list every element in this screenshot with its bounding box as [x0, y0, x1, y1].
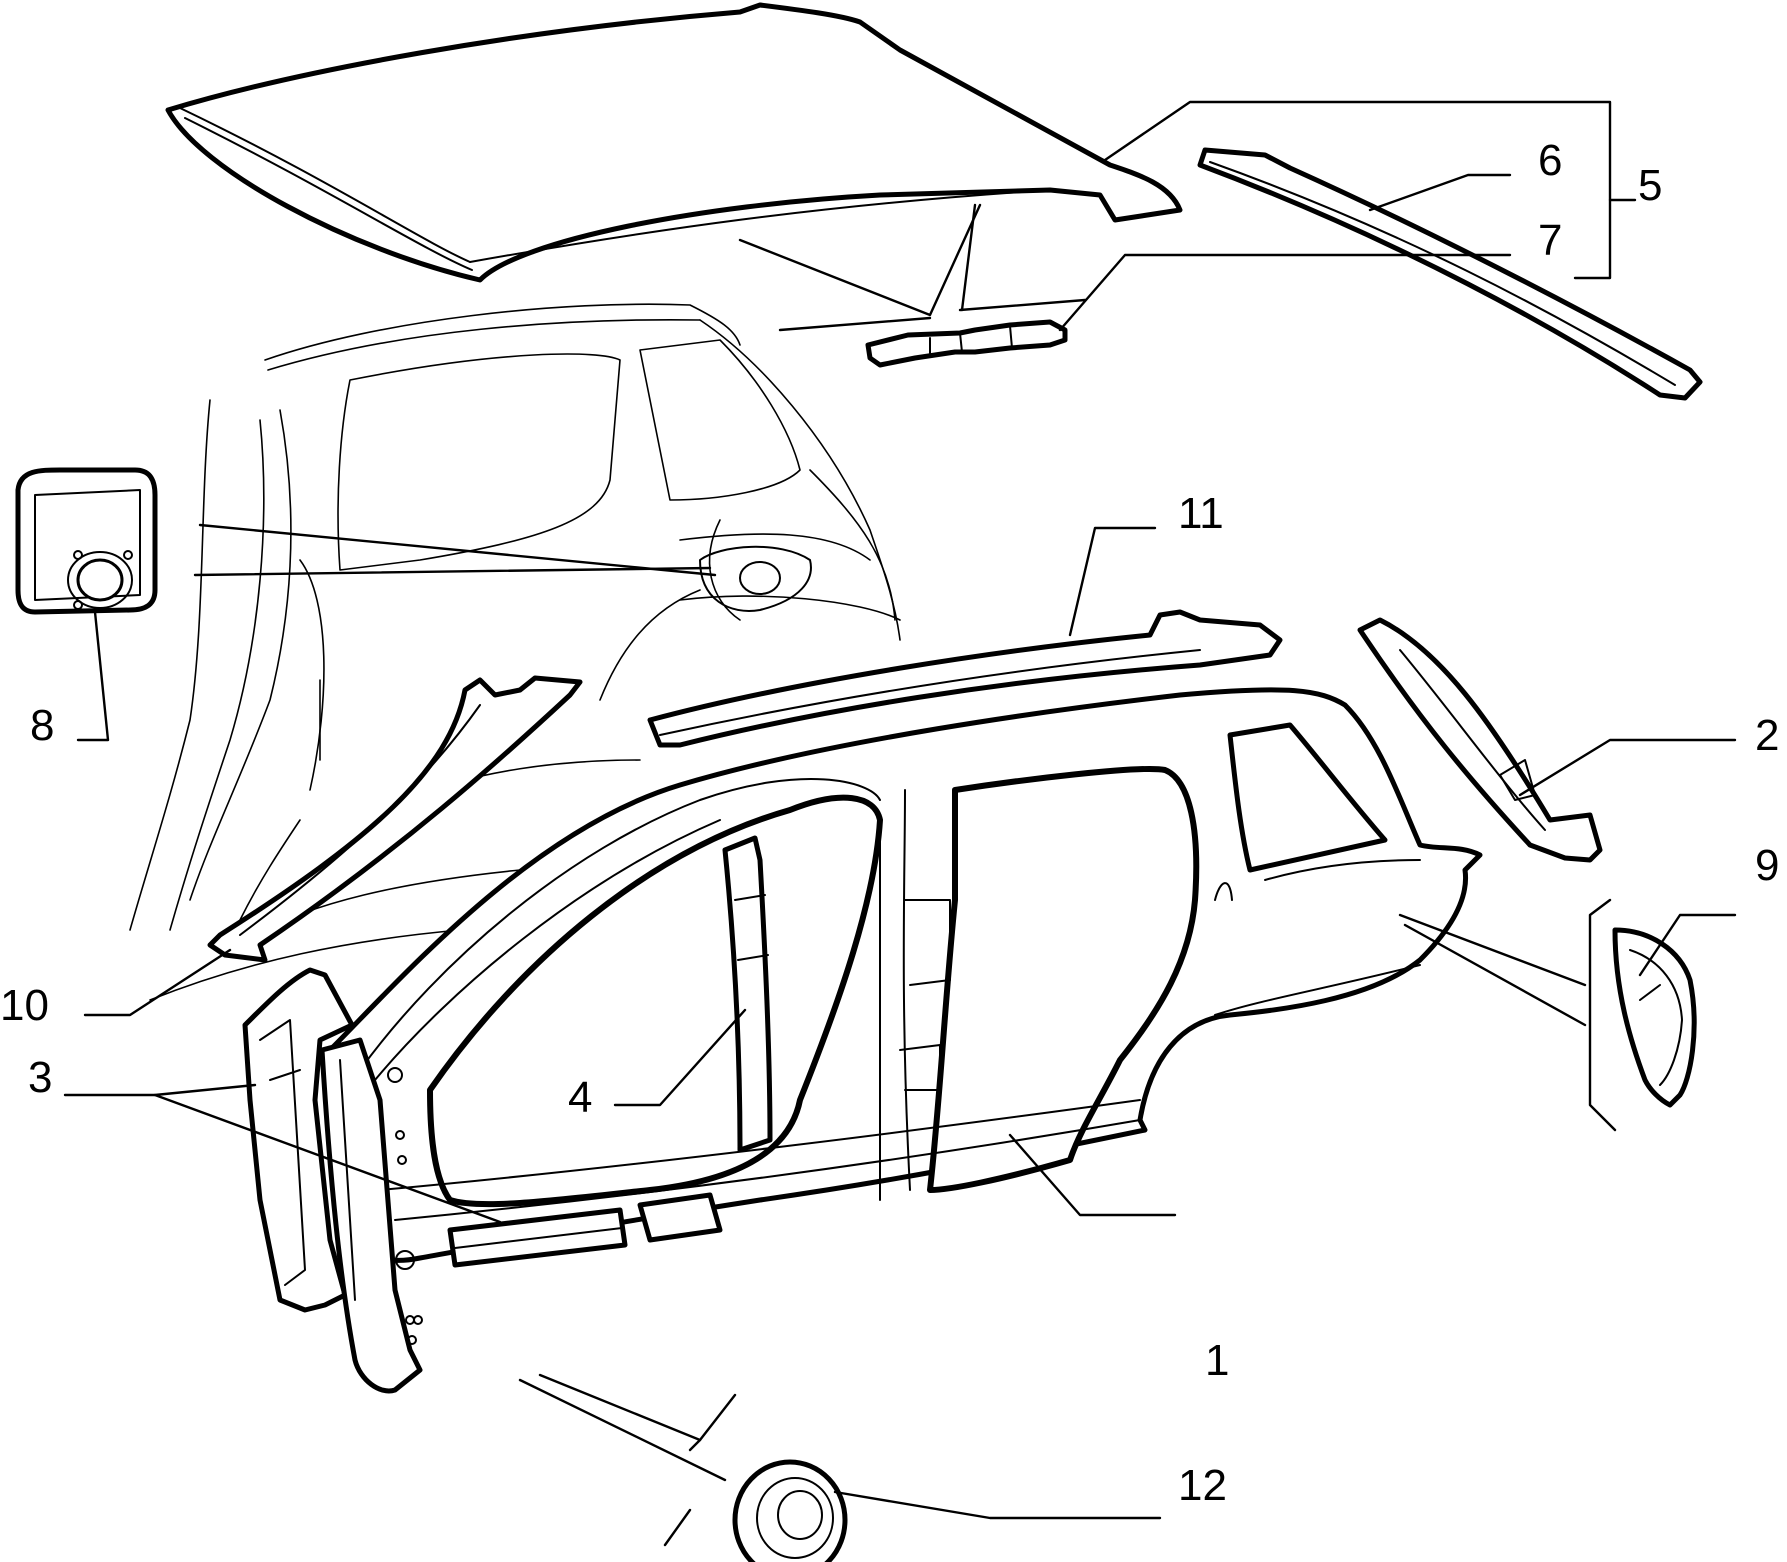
- callout-labels: 1 2 3 4 5 6 7 8 9 10 11 12: [0, 136, 1779, 1510]
- fuel-filler-on-body: [699, 545, 812, 612]
- callout-3: 3: [28, 1053, 52, 1102]
- roof-reinforcement-part-7: [865, 319, 1068, 368]
- callout-7: 7: [1538, 216, 1562, 265]
- b-pillar-inner-part-4: [722, 835, 773, 1153]
- c-pillar-inner-part-2: [1357, 617, 1603, 863]
- callout-6: 6: [1538, 136, 1562, 185]
- roof-panel: [165, 2, 1183, 283]
- callout-1: 1: [1205, 1336, 1229, 1385]
- callout-8: 8: [30, 701, 54, 750]
- callout-11: 11: [1178, 489, 1224, 538]
- fuel-filler-housing-part-8: [15, 467, 158, 615]
- leader-lines: [63, 100, 1737, 1547]
- callout-2: 2: [1755, 711, 1779, 760]
- roof-rail-part-6: [1197, 147, 1703, 401]
- callout-4: 4: [568, 1073, 592, 1122]
- grommet-plug-part-12: [732, 1459, 848, 1562]
- body-side-panel-part-1: [327, 687, 1483, 1345]
- callout-5: 5: [1638, 161, 1662, 210]
- front-lower-sill: [319, 1037, 423, 1394]
- callout-12: 12: [1178, 1461, 1227, 1510]
- callout-10: 10: [0, 981, 49, 1030]
- car-body-ghost-outline: [129, 303, 901, 1001]
- callout-9: 9: [1755, 841, 1779, 890]
- a-pillar-reinforcement-part-10: [207, 675, 583, 963]
- rear-corner-piece-part-9: [1612, 927, 1697, 1108]
- front-pillar-part-3: [242, 967, 355, 1313]
- rocker-panel-part-3: [447, 1192, 723, 1268]
- roof-side-rail-part-11: [647, 609, 1283, 748]
